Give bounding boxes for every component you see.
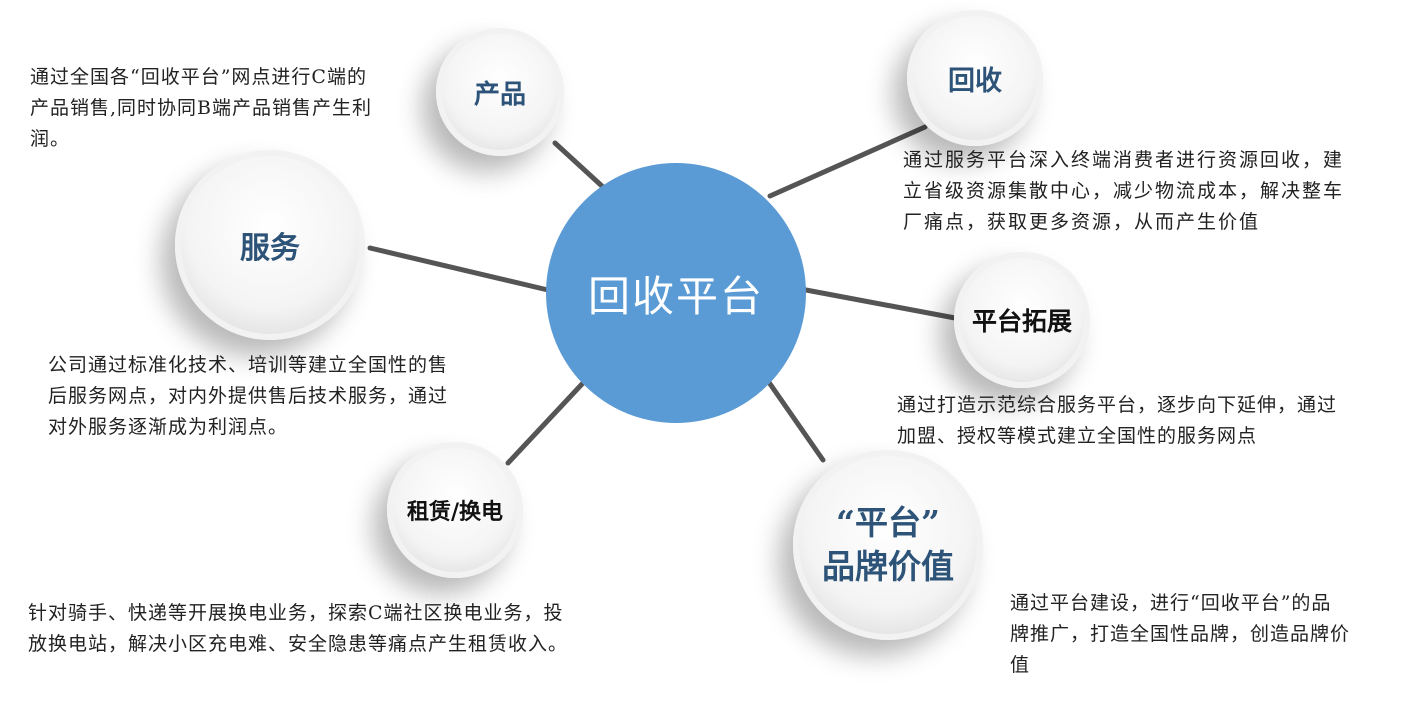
node-brand: “平台” 品牌价值 [793, 450, 983, 640]
desc-line: 公司通过标准化技术、培训等建立全国性的售 [48, 354, 449, 376]
desc-line: 通过打造示范综合服务平台，逐步向下延伸，通过 [897, 394, 1338, 416]
node-lease-label: 租赁/换电 [406, 499, 504, 525]
node-expand: 平台拓展 [954, 252, 1090, 388]
node-service-label: 服务 [240, 231, 300, 266]
node-brand-label-line2: 品牌价值 [822, 547, 954, 586]
hub-label: 回收平台 [587, 271, 764, 321]
desc-line: 通过服务平台深入终端消费者进行资源回收，建 [903, 149, 1345, 171]
desc-service: 公司通过标准化技术、培训等建立全国性的售 后服务网点，对内外提供售后技术服务，通… [48, 350, 448, 443]
node-product-label: 产品 [473, 79, 526, 110]
desc-line: 放换电站，解决小区充电难、安全隐患等痛点产生租赁收入。 [28, 633, 569, 655]
node-recycle: 回收 [907, 10, 1043, 146]
desc-line: 通过平台建设，进行“回收平台”的品 [1010, 592, 1332, 614]
desc-line: 产品销售,同时协同B端产品销售产生利 [30, 97, 373, 119]
desc-line: 立省级资源集散中心，减少物流成本，解决整车 [903, 180, 1345, 202]
desc-line: 后服务网点，对内外提供售后技术服务，通过 [48, 385, 449, 407]
hub-circle: 回收平台 [546, 163, 806, 423]
desc-brand: 通过平台建设，进行“回收平台”的品 牌推广，打造全国性品牌，创造品牌价 值 [1010, 588, 1350, 681]
connector-brand [765, 378, 826, 463]
desc-line: 润。 [30, 128, 71, 150]
connector-expand [803, 287, 958, 321]
desc-line: 牌推广，打造全国性品牌，创造品牌价 [1010, 623, 1351, 645]
desc-line: 加盟、授权等模式建立全国性的服务网点 [897, 425, 1258, 447]
desc-line: 通过全国各“回收平台”网点进行C端的 [30, 66, 367, 88]
desc-recycle: 通过服务平台深入终端消费者进行资源回收，建 立省级资源集散中心，减少物流成本，解… [903, 145, 1344, 238]
node-service: 服务 [175, 150, 365, 340]
node-brand-label-line1: “平台” [836, 503, 940, 542]
desc-line: 针对骑手、快递等开展换电业务，探索C端社区换电业务，投 [28, 602, 564, 624]
connector-product [552, 140, 606, 190]
node-product: 产品 [436, 28, 564, 156]
connector-lease [505, 380, 586, 466]
desc-expand: 通过打造示范综合服务平台，逐步向下延伸，通过 加盟、授权等模式建立全国性的服务网… [897, 390, 1337, 452]
connector-service [367, 245, 551, 293]
connector-recycle [767, 124, 928, 199]
desc-line: 值 [1010, 654, 1031, 676]
node-expand-label: 平台拓展 [971, 307, 1072, 336]
desc-product: 通过全国各“回收平台”网点进行C端的 产品销售,同时协同B端产品销售产生利 润。 [30, 62, 372, 155]
node-recycle-label: 回收 [948, 65, 1002, 97]
desc-line: 厂痛点，获取更多资源，从而产生价值 [903, 211, 1261, 233]
node-lease: 租赁/换电 [387, 442, 523, 578]
desc-lease: 针对骑手、快递等开展换电业务，探索C端社区换电业务，投 放换电站，解决小区充电难… [28, 598, 568, 660]
desc-line: 对外服务逐渐成为利润点。 [48, 416, 289, 438]
